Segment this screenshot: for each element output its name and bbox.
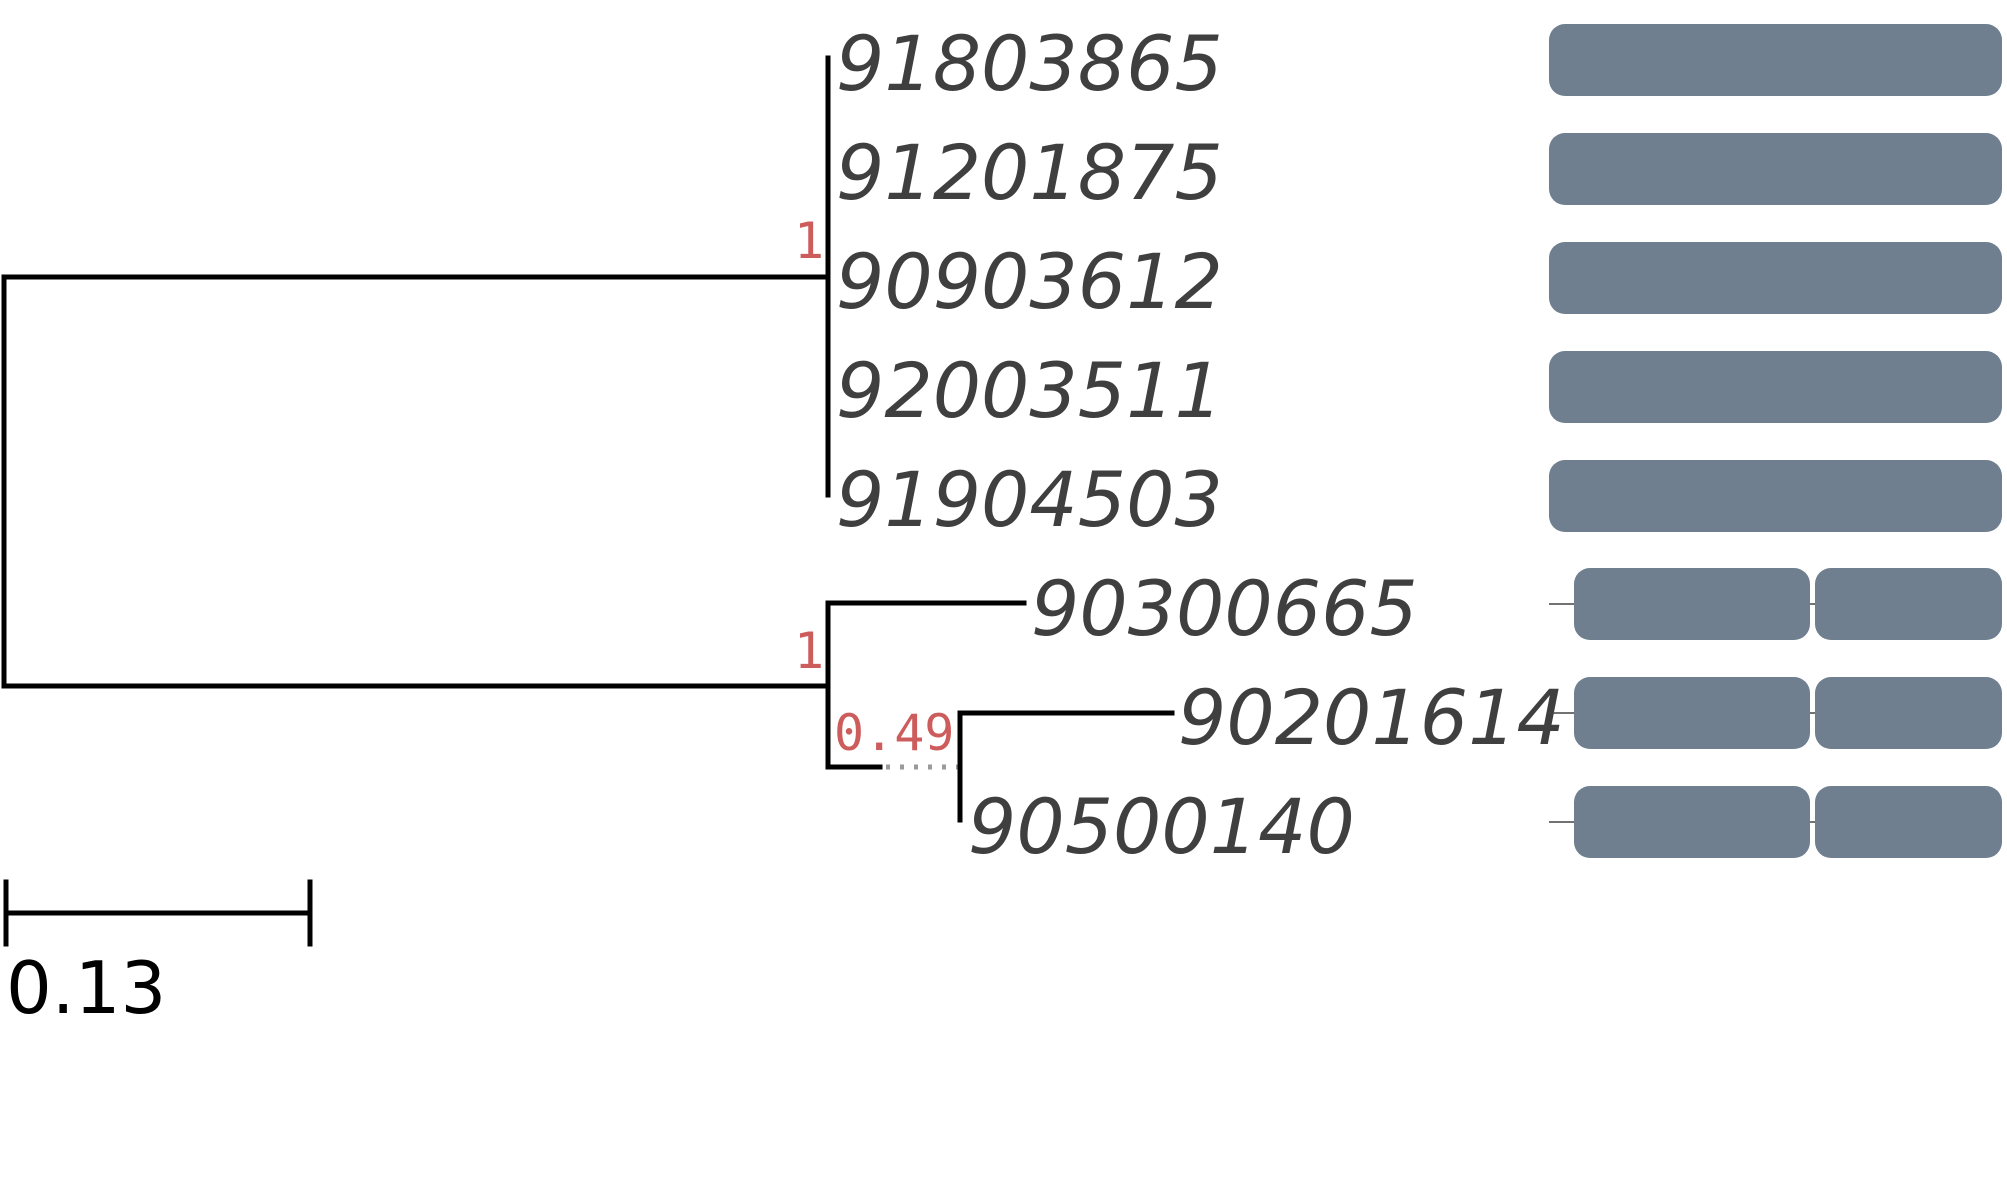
leaf-label: 90300665: [1031, 564, 1418, 653]
leaf-label: 90903612: [836, 237, 1223, 326]
leaf-label: 92003511: [836, 346, 1223, 435]
domain-box: [1574, 568, 1810, 640]
leaf-label: 91803865: [836, 19, 1223, 108]
domain-box: [1574, 677, 1810, 749]
domain-box: [1549, 460, 2002, 532]
leaf-label: 90201614: [1178, 673, 1565, 762]
domain-box: [1549, 242, 2002, 314]
tree-branches: [1, 55, 1175, 823]
leaf-label: 91904503: [836, 455, 1223, 544]
domain-box: [1815, 568, 2002, 640]
domain-box: [1549, 133, 2002, 205]
domain-box: [1549, 24, 2002, 96]
scale-bar-label: 0.13: [6, 946, 166, 1030]
leaf-labels: 91803865 91201875 90903612 92003511 9190…: [836, 19, 1565, 871]
domain-box: [1549, 351, 2002, 423]
domain-box: [1574, 786, 1810, 858]
support-value-clade-b: 1: [794, 622, 824, 680]
support-value-clade-a: 1: [794, 212, 824, 270]
domain-architectures: [1549, 24, 2002, 858]
support-value-subclade: 0.49: [834, 704, 954, 762]
leaf-label: 91201875: [836, 128, 1223, 217]
leaf-label: 90500140: [968, 782, 1355, 871]
domain-box: [1815, 786, 2002, 858]
domain-box: [1815, 677, 2002, 749]
support-values: 1 1 0.49: [794, 212, 954, 762]
scale-bar: 0.13: [3, 879, 313, 1030]
